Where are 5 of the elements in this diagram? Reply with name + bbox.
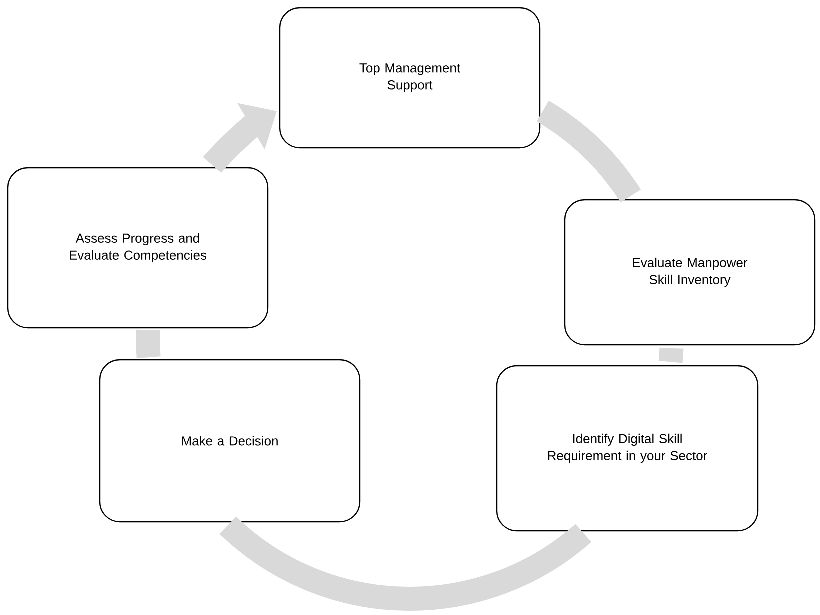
process-box: Top Management Support bbox=[279, 7, 541, 149]
process-box: Evaluate Manpower Skill Inventory bbox=[564, 199, 816, 346]
process-box: Identify Digital Skill Requirement in your Sector bbox=[496, 365, 759, 532]
process-box: Make a Decision bbox=[99, 359, 361, 523]
process-box: Assess Progress and Evaluate Competencies bbox=[7, 167, 269, 329]
